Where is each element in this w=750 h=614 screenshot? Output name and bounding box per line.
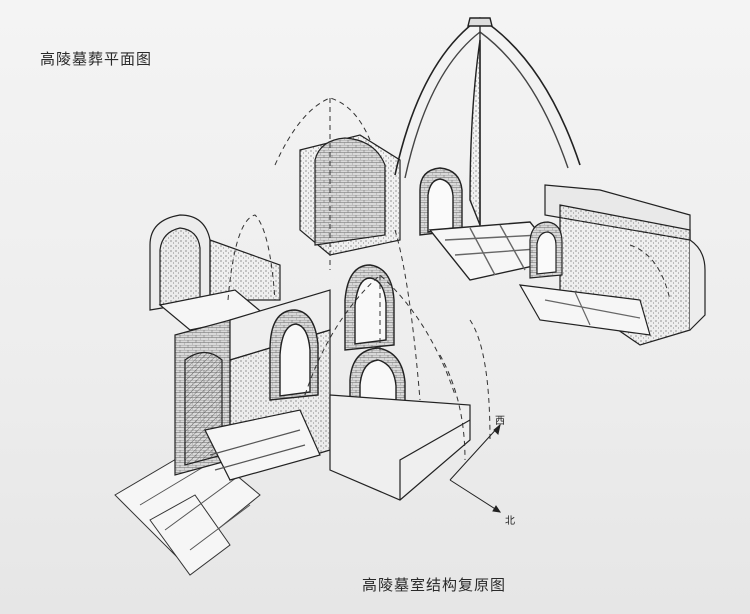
vault-reconstruction-lines [227, 97, 671, 461]
west-side-chamber [149, 214, 281, 331]
entry-floor [114, 444, 261, 576]
structure-caption: 高陵墓室结构复原图 [362, 576, 507, 594]
east-side-chamber [518, 184, 706, 346]
compass-north-label: 北 [505, 515, 515, 527]
middle-chamber [299, 134, 471, 501]
compass [449, 423, 502, 513]
plan-title: 高陵墓葬平面图 [40, 50, 153, 68]
rear-main-chamber [394, 17, 581, 281]
compass-west-label: 西 [495, 416, 505, 427]
